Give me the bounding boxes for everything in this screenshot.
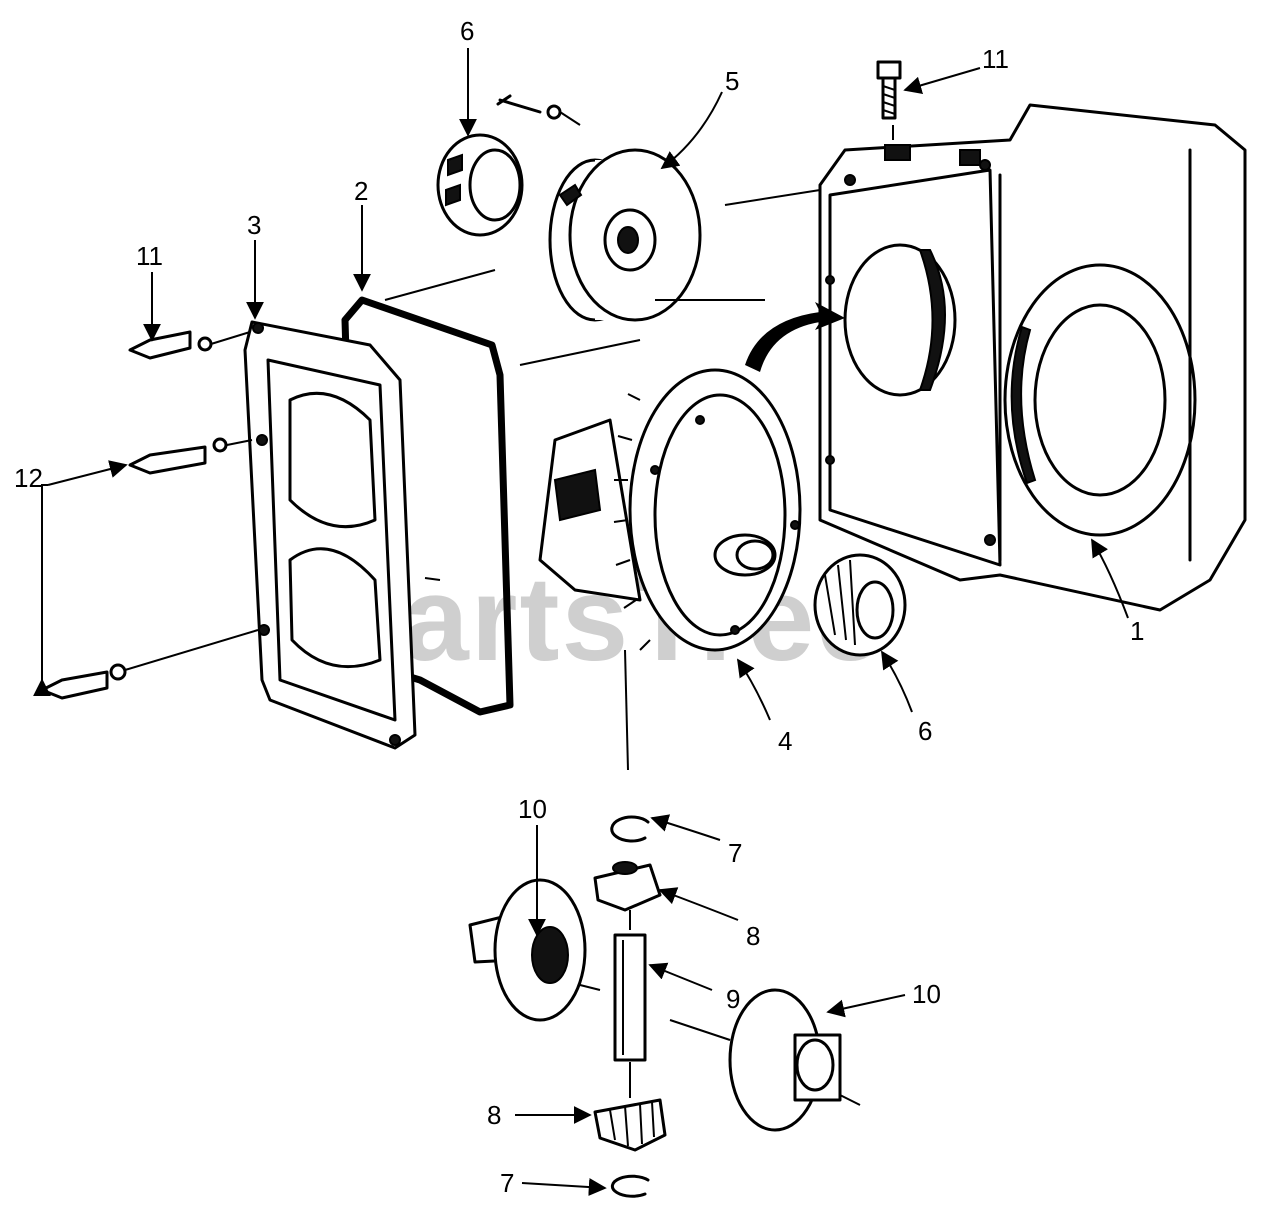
- callout-7-top: 7: [728, 838, 742, 868]
- bearing-top: [436, 133, 524, 237]
- callout-11-top: 11: [982, 44, 1009, 74]
- pinion-shaft: [613, 933, 647, 1062]
- snap-ring-top: [610, 815, 650, 843]
- transmission-housing: [818, 103, 1247, 612]
- callout-3: 3: [247, 210, 261, 240]
- brake-drum: [548, 148, 702, 322]
- cover-plate: [243, 320, 417, 750]
- bearing-right: [813, 553, 907, 657]
- snap-ring-bottom: [610, 1174, 650, 1198]
- pinion-gear-bottom: [593, 1098, 667, 1152]
- ring-gear-carrier: [538, 368, 802, 652]
- callout-9: 9: [726, 984, 740, 1014]
- side-gear-right: [728, 988, 842, 1132]
- callout-7-bottom: 7: [500, 1168, 514, 1198]
- bolt-left-bottom: [40, 663, 127, 700]
- bolt-top: [876, 60, 902, 120]
- callout-5: 5: [725, 66, 739, 96]
- alignment-lines: [124, 111, 894, 1106]
- callout-6-right: 6: [918, 716, 932, 746]
- leader-lines: [33, 48, 1129, 1197]
- bolt-left-top: [128, 330, 213, 360]
- callout-labels: 1 2 3 4 5 6 6 7 7 8 8 9 10 10 11 11 12: [14, 16, 1144, 1198]
- pinion-gear-top: [593, 861, 662, 912]
- callout-8-bottom: 8: [487, 1100, 501, 1130]
- callout-10-right: 10: [912, 979, 941, 1009]
- callout-12: 12: [14, 463, 43, 493]
- rotation-arrow: [745, 302, 845, 372]
- callout-2: 2: [354, 176, 368, 206]
- side-gear-left: [468, 878, 587, 1022]
- callout-11-left: 11: [136, 241, 163, 271]
- callout-1: 1: [1130, 616, 1144, 646]
- callout-6-top: 6: [460, 16, 474, 46]
- small-bolt: [496, 94, 562, 120]
- bolt-left-mid: [128, 437, 228, 475]
- callout-8-top: 8: [746, 921, 760, 951]
- callout-4: 4: [778, 726, 792, 756]
- callout-10-left: 10: [518, 794, 547, 824]
